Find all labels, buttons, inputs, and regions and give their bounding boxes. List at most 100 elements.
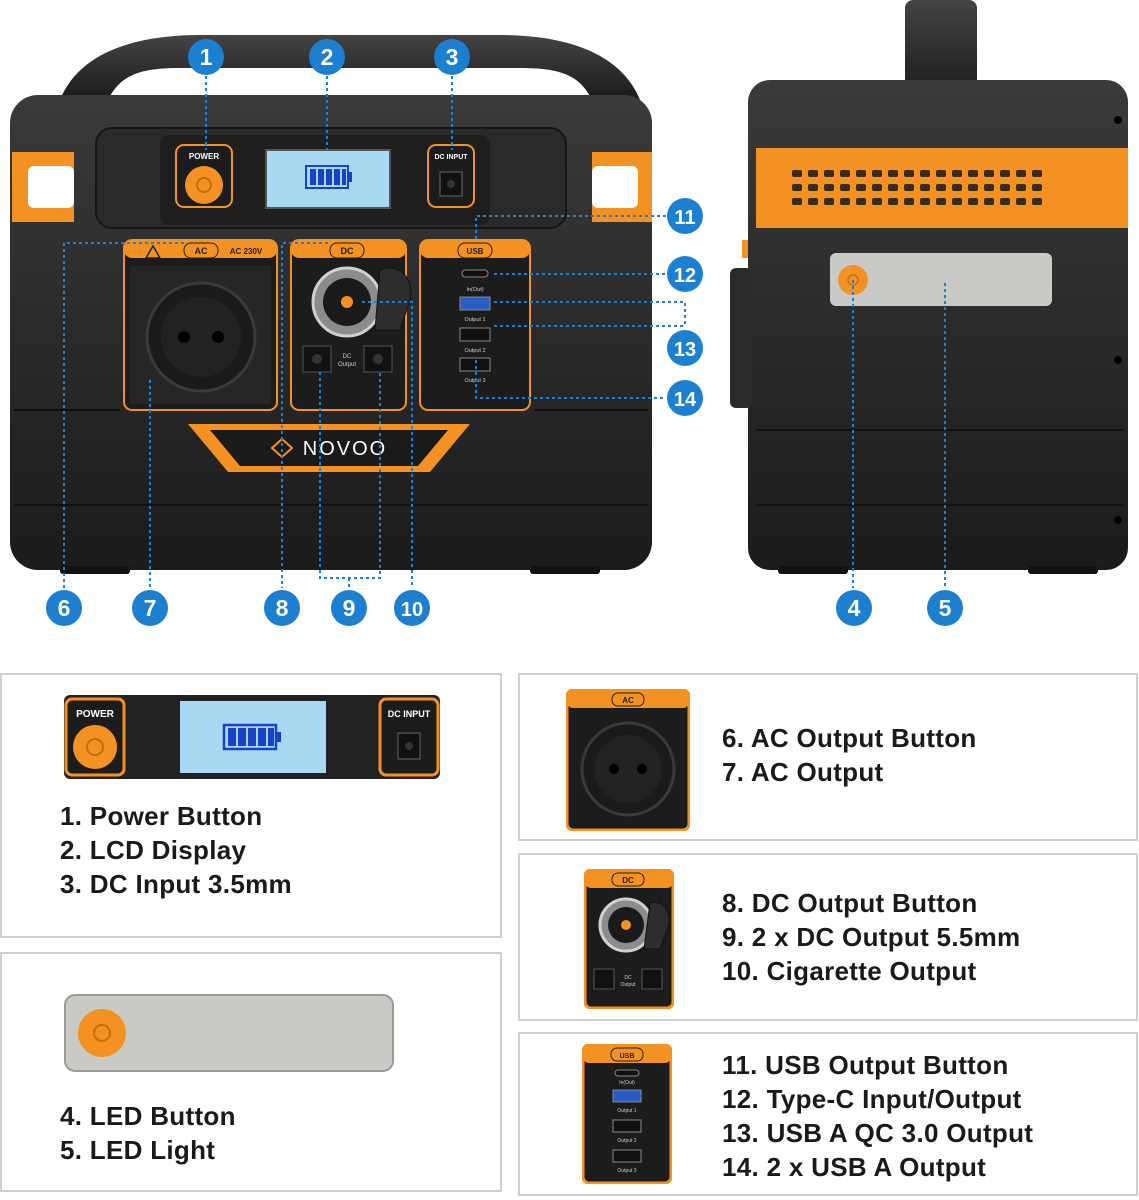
warning-icon	[144, 244, 162, 259]
callout-marker-number: 10	[401, 599, 423, 621]
callout-marker-number: 1	[200, 44, 213, 70]
power-button	[185, 166, 223, 204]
vent-slot	[936, 184, 946, 191]
callout-marker-circle	[394, 590, 430, 626]
callout-marker-number: 11	[674, 207, 695, 229]
callout-marker-number: 14	[674, 389, 697, 411]
callout-marker-2: 2	[309, 39, 345, 75]
callout-marker-5: 5	[927, 590, 963, 626]
ac-button-label: AC	[195, 246, 208, 256]
usb-in-out-label: In(Out)	[466, 287, 483, 293]
vent-slot	[888, 184, 898, 191]
callout-marker-circle	[667, 198, 703, 234]
callout-marker-circle	[927, 590, 963, 626]
vent-slot	[856, 170, 866, 177]
mini-usb-output-2-label: Output 2	[617, 1138, 636, 1144]
vent-slot	[1016, 184, 1026, 191]
callout-marker-number: 8	[276, 595, 289, 621]
vent-slot	[792, 198, 802, 205]
vent-slot	[1016, 198, 1026, 205]
vent-slot	[792, 184, 802, 191]
front-view: POWER DC INPUT AC AC 230V DC	[10, 35, 652, 574]
mini-usb-label: USB	[620, 1053, 635, 1060]
vent-slot	[888, 198, 898, 205]
callout-marker-14: 14	[667, 380, 703, 416]
callout-marker-number: 5	[939, 595, 952, 621]
mini-dc-output-label-2: Output	[620, 982, 636, 988]
vent-slot	[904, 198, 914, 205]
legend-item-7: 7. AC Output	[722, 757, 884, 787]
callout-marker-11: 11	[667, 198, 703, 234]
legend-item-13: 13. USB A QC 3.0 Output	[722, 1118, 1034, 1148]
ac-button	[183, 242, 219, 259]
vent-slot	[808, 198, 818, 205]
side-handle	[905, 0, 977, 100]
mini-power-button	[73, 725, 117, 769]
dc-port-right	[363, 345, 393, 373]
vent-slot	[968, 184, 978, 191]
vent-slot	[1032, 198, 1042, 205]
legend-item-3: 3. DC Input 3.5mm	[60, 869, 292, 899]
dc-input-label: DC INPUT	[434, 154, 468, 161]
callout-marker-number: 13	[674, 339, 696, 361]
vent-slot	[872, 198, 882, 205]
mini-led-button	[78, 1009, 126, 1057]
product-illustration: POWER DC INPUT AC AC 230V DC	[10, 0, 1128, 626]
vent-slot	[824, 170, 834, 177]
vent-slot	[952, 170, 962, 177]
legend-panel-usb: USB In(Out) Output 1 Output 2 Output 3 1…	[518, 1032, 1138, 1196]
callout-marker-7: 7	[132, 590, 168, 626]
usb-a-port-2	[459, 327, 491, 342]
dc-button-label: DC	[341, 246, 354, 256]
vent-slot	[1032, 170, 1042, 177]
vent-slot	[1016, 170, 1026, 177]
vent-slot	[904, 184, 914, 191]
vent-slot	[936, 198, 946, 205]
vent-slot	[984, 170, 994, 177]
mini-dc-output-label-1: DC	[624, 975, 632, 981]
side-view	[730, 0, 1128, 574]
callout-marker-13: 13	[667, 330, 703, 366]
legend-panel-led: 4. LED Button 5. LED Light	[0, 952, 502, 1192]
mini-dc-illustration: DC DC Output	[584, 869, 674, 1009]
vent-slot	[984, 184, 994, 191]
mini-ac-label: AC	[622, 696, 634, 705]
callout-marker-8: 8	[264, 590, 300, 626]
vent-slot	[920, 170, 930, 177]
callout-marker-circle	[46, 590, 82, 626]
mini-usb-output-3-label: Output 3	[617, 1168, 636, 1174]
usb-button-label: USB	[467, 247, 484, 256]
legend-item-12: 12. Type-C Input/Output	[722, 1084, 1022, 1114]
callout-marker-number: 12	[674, 265, 696, 287]
ac-voltage-label: AC 230V	[230, 247, 263, 256]
legend-item-1: 1. Power Button	[60, 801, 263, 831]
vent-slot	[952, 184, 962, 191]
callout-marker-circle	[836, 590, 872, 626]
led-light-panel	[830, 253, 1052, 306]
mini-ac-illustration: AC	[566, 689, 690, 831]
type-c-port	[461, 269, 489, 278]
callout-marker-circle	[264, 590, 300, 626]
callout-marker-number: 9	[343, 595, 356, 621]
usb-a-port-1	[459, 296, 491, 311]
vent-slot	[840, 170, 850, 177]
vent-slot	[840, 184, 850, 191]
callout-marker-circle	[434, 39, 470, 75]
callout-marker-circle	[132, 590, 168, 626]
vent-slot	[920, 184, 930, 191]
mini-usb-output-1-label: Output 1	[617, 1108, 636, 1114]
vent-slot	[1000, 170, 1010, 177]
vent-slot	[856, 198, 866, 205]
mini-usb-in-out-label: In(Out)	[619, 1080, 635, 1086]
vent-slot	[952, 198, 962, 205]
legend-item-8: 8. DC Output Button	[722, 888, 978, 918]
callout-marker-1: 1	[188, 39, 224, 75]
vent-slot	[968, 170, 978, 177]
vent-slot	[824, 198, 834, 205]
vent-slot	[872, 170, 882, 177]
mini-dc-input-label: DC INPUT	[388, 709, 431, 719]
vent-slot	[792, 170, 802, 177]
mini-led-panel-illustration	[64, 994, 394, 1072]
vent-slot	[808, 170, 818, 177]
